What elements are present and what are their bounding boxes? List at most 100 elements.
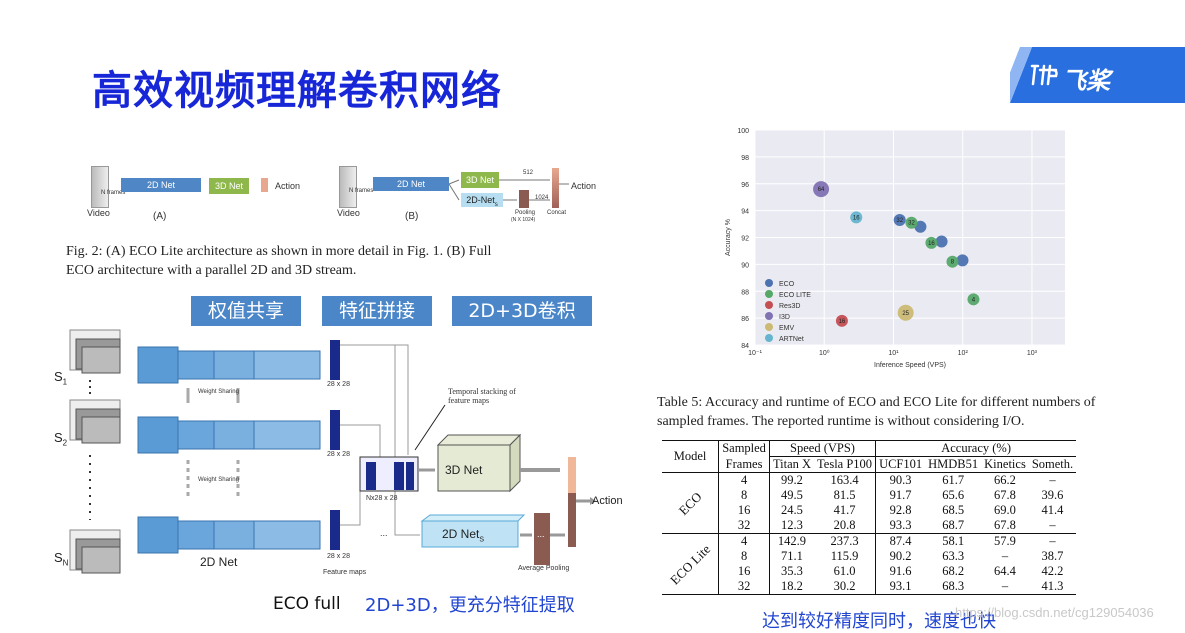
table-cell: 8 bbox=[718, 488, 770, 503]
model-group-label: ECO bbox=[662, 472, 720, 534]
weight-sharing-label-1: Weight Sharing bbox=[198, 389, 239, 395]
data-point bbox=[850, 211, 863, 224]
feature-maps-label: Feature maps bbox=[323, 569, 367, 576]
temporal-stacking-line1: Temporal stacking of bbox=[448, 387, 516, 396]
table-cell: 142.9 bbox=[777, 534, 807, 548]
3d-net-box: 3D Net bbox=[209, 178, 249, 194]
dim-1024-label: 1024 bbox=[535, 195, 549, 201]
paddle-logo-icon bbox=[1030, 64, 1058, 86]
table-cell: 58.1 bbox=[942, 534, 965, 548]
2d-net-row-1 bbox=[137, 340, 340, 384]
header-sampled: Sampled bbox=[718, 440, 770, 457]
eco-full-note: 2D+3D，更充分特征提取 bbox=[365, 595, 575, 616]
legend-label: ARTNet bbox=[779, 336, 804, 343]
table-cell: 90.3 bbox=[889, 473, 912, 487]
table-cell: 68.7 bbox=[942, 518, 965, 532]
x-axis-label: Inference Speed (VPS) bbox=[874, 362, 946, 369]
table-cell: 87.4 bbox=[889, 534, 912, 548]
point-label: 32 bbox=[908, 221, 915, 227]
2d-net-s-subscript: S bbox=[479, 536, 485, 544]
sn-subscript: N bbox=[62, 558, 69, 568]
y-tick-label: 100 bbox=[737, 128, 749, 135]
header-hmdb: HMDB51 bbox=[928, 457, 979, 471]
legend-label: ECO LITE bbox=[779, 292, 811, 299]
y-tick-label: 84 bbox=[741, 343, 749, 350]
table-cell: 66.2 bbox=[994, 473, 1016, 487]
data-point bbox=[935, 235, 948, 248]
3d-net-block bbox=[436, 433, 522, 493]
tag-2d-3d-conv: 2D+3D卷积 bbox=[452, 296, 592, 326]
table-cell: 67.8 bbox=[994, 518, 1016, 532]
header-speed: Speed (VPS) bbox=[769, 440, 877, 457]
2d-net-s-label: 2D-Net bbox=[466, 195, 495, 205]
eco-full-architecture: S1 S2 SN Weight Sharing Weight Sharing 2… bbox=[50, 325, 630, 585]
header-frames: Frames bbox=[718, 456, 770, 473]
header-model: Model bbox=[662, 440, 720, 473]
3d-net-label: 3D Net bbox=[465, 175, 494, 185]
table-cell: 68.5 bbox=[942, 503, 965, 517]
action-output-label: Action bbox=[592, 495, 623, 507]
fig2-diagram-a: Video N frames 2D Net 3D Net Action (A) bbox=[85, 160, 315, 230]
fig2-b-arrows bbox=[448, 179, 569, 201]
2d-net-s-box: 2D-Nets bbox=[461, 193, 503, 208]
legend-label: I3D bbox=[779, 314, 790, 321]
frame-stack-s2 bbox=[69, 399, 121, 444]
table5-caption-line2: sampled frames. The reported runtime is … bbox=[657, 414, 1025, 429]
y-tick-label: 94 bbox=[741, 209, 749, 216]
data-point bbox=[967, 293, 980, 306]
fig2-caption-line1: Fig. 2: (A) ECO Lite architecture as sho… bbox=[66, 244, 492, 259]
action-label: Action bbox=[571, 181, 597, 191]
header-accuracy: Accuracy (%) bbox=[875, 440, 1077, 457]
table-cell: 42.2 bbox=[1041, 564, 1064, 578]
y-tick-label: 88 bbox=[741, 289, 749, 296]
2d-net-box: 2D Net bbox=[373, 177, 449, 191]
table-cell: 41.3 bbox=[1041, 579, 1064, 593]
legend-marker bbox=[765, 334, 773, 342]
table-cell: 38.7 bbox=[1041, 549, 1064, 563]
table-cell: 35.3 bbox=[781, 564, 803, 578]
results-table: Model Sampled Speed (VPS) Accuracy (%) F… bbox=[662, 440, 1077, 595]
table-cell: 163.4 bbox=[814, 472, 877, 488]
header-someth: Someth. bbox=[1031, 457, 1074, 471]
concat-output-bar bbox=[568, 457, 576, 547]
point-label: 16 bbox=[853, 215, 860, 221]
header-tesla: Tesla P100 bbox=[814, 456, 877, 473]
3d-net-label: 3D Net bbox=[445, 463, 483, 477]
data-point bbox=[905, 216, 918, 229]
s1-letter: S bbox=[54, 369, 63, 384]
video-label: Video bbox=[337, 208, 360, 218]
table-cell: – bbox=[1049, 473, 1056, 487]
legend-marker bbox=[765, 301, 773, 309]
x-tick-label: 10⁻¹ bbox=[748, 350, 762, 357]
legend-label: ECO bbox=[779, 281, 795, 288]
y-tick-label: 98 bbox=[741, 155, 749, 162]
watermark: https://blog.csdn.net/cg129054036 bbox=[955, 605, 1154, 620]
table-cell: 4 bbox=[718, 472, 770, 488]
brand-name: 飞桨 bbox=[1062, 67, 1110, 95]
brand-banner bbox=[1010, 47, 1185, 103]
nframes-label: N frames bbox=[101, 190, 126, 196]
table-cell: 39.6 bbox=[1041, 488, 1064, 502]
table-cell: 16 bbox=[718, 564, 770, 579]
table-cell: 71.1 bbox=[781, 549, 803, 563]
legend-marker bbox=[765, 312, 773, 320]
table-cell: 115.9 bbox=[814, 549, 877, 564]
2d-net-box: 2D Net bbox=[121, 178, 201, 192]
2d-net-label: 2D Net bbox=[146, 180, 175, 190]
y-tick-label: 86 bbox=[741, 316, 749, 323]
table-cell: 12.3 bbox=[781, 518, 803, 532]
action-label: Action bbox=[275, 181, 301, 191]
sn-label: SN bbox=[54, 550, 68, 568]
data-point bbox=[946, 255, 959, 268]
stacked-size-label: Nx28 x 28 bbox=[366, 495, 398, 502]
ellipsis-1: ... bbox=[380, 528, 388, 538]
table-cell: 24.5 bbox=[781, 503, 803, 517]
stacked-feature-maps bbox=[359, 456, 419, 492]
2d-net-s-block bbox=[420, 514, 526, 548]
eco-full-label: ECO full bbox=[273, 594, 341, 614]
y-tick-label: 92 bbox=[741, 236, 749, 243]
